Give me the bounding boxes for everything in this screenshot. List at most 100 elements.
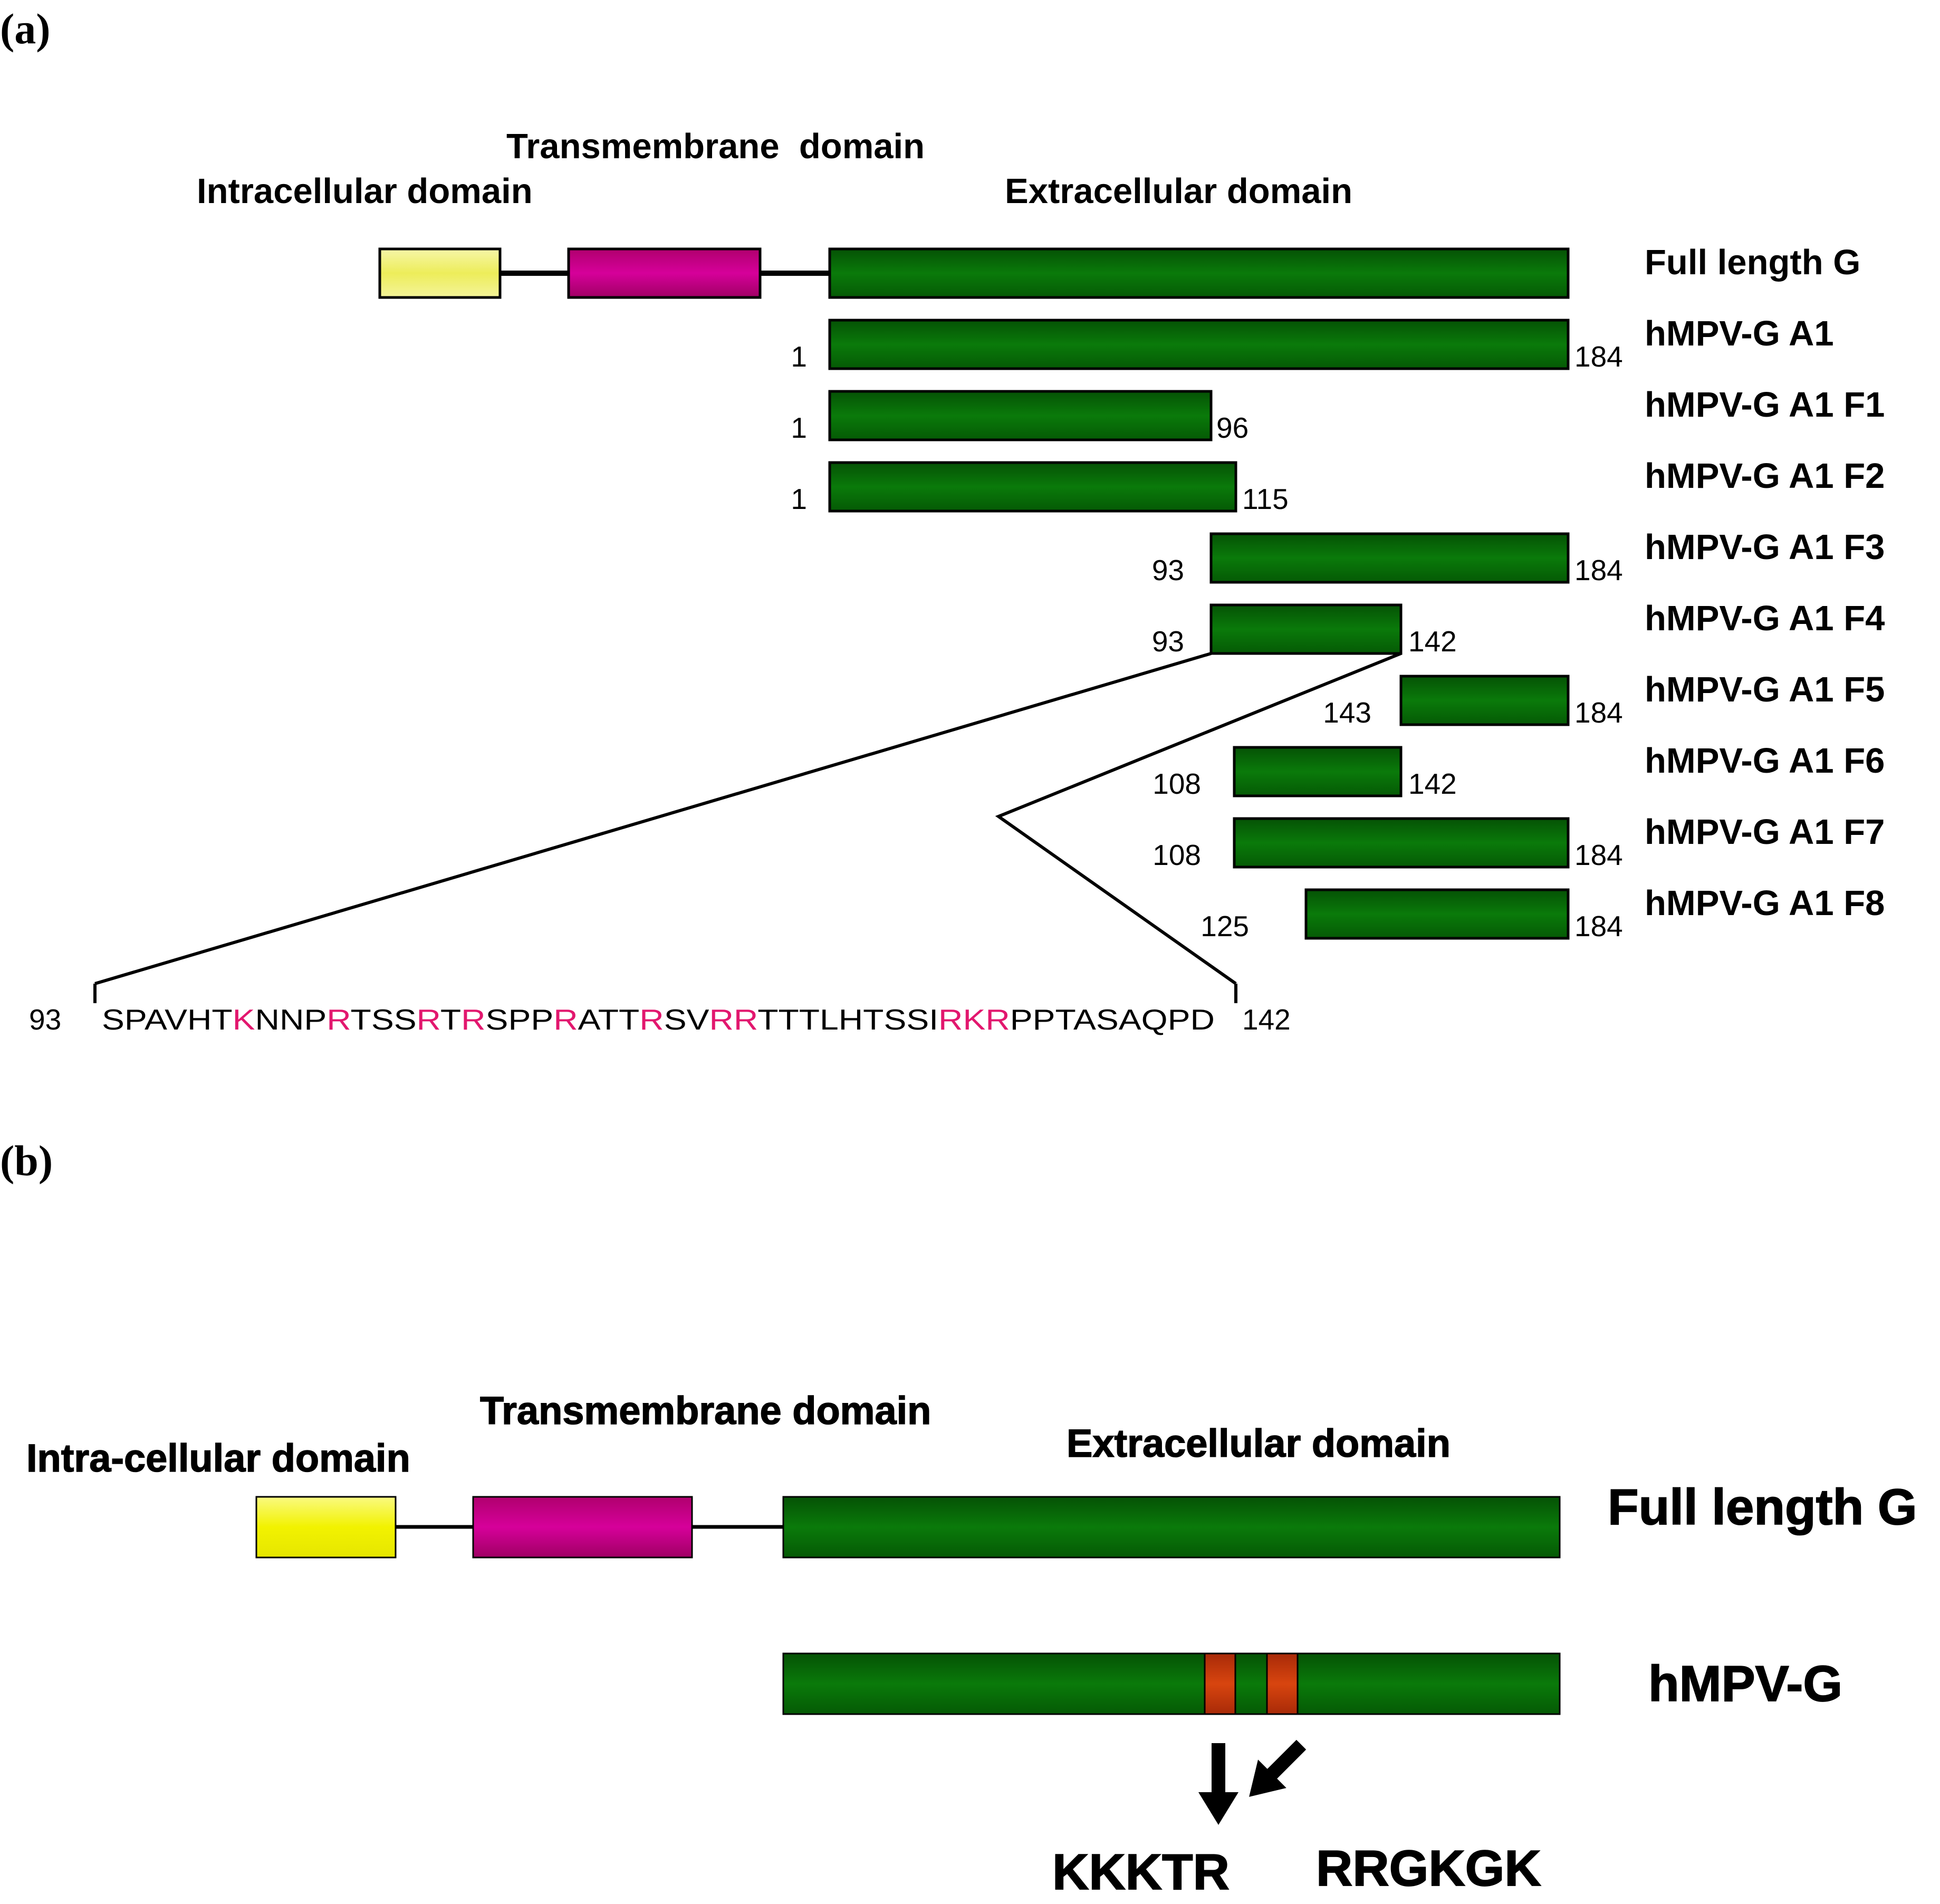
sequence-segment: TTTLHTSSI [757,1003,938,1036]
sequence-highlighted-residue: R [639,1003,664,1036]
construct-bar [1399,675,1570,726]
transmembrane-domain-box [567,247,762,299]
construct-bar [1304,888,1570,940]
construct-start: 125 [1201,910,1249,943]
construct-bar [1209,603,1403,655]
construct-label: hMPV-G A1 F4 [1645,599,1885,638]
sequence-highlighted-residue: K [233,1003,255,1036]
sequence-highlighted-residue: RR [709,1003,758,1036]
hmpv-g-bar [782,1652,1561,1715]
construct-a1-f2: 1 115 hMPV-G A1 F2 [791,456,1885,515]
panel-a-full-length-g [378,247,1570,299]
construct-label: hMPV-G A1 F6 [1645,741,1885,781]
arrow-head [1249,1759,1286,1797]
panel-b-label: (b) [0,1137,53,1185]
sequence-segment: T [440,1003,461,1036]
sequence-segment: SV [664,1003,709,1036]
construct-a1: 1 184 hMPV-G A1 [791,314,1833,373]
construct-bar [828,319,1570,370]
panel-b-hmpv-g-construct [782,1652,1561,1715]
construct-a1-f7: 108 184 hMPV-G A1 F7 [1153,812,1885,871]
panel-b-transmembrane-label: Transmembrane domain [480,1389,931,1432]
sequence-segment: TSS [351,1003,417,1036]
construct-start: 1 [791,340,807,373]
construct-start: 108 [1153,767,1201,800]
extracellular-domain-box [782,1496,1561,1559]
construct-end: 115 [1242,483,1289,515]
construct-a1-f1: 1 96 hMPV-G A1 F1 [791,385,1885,444]
panel-b-extracellular-label: Extracellular domain [1067,1421,1451,1465]
construct-a1-f8: 125 184 hMPV-G A1 F8 [1201,883,1885,943]
sequence-highlighted-residue: R [326,1003,350,1036]
zoom-line-right [995,652,1402,985]
construct-start: 1 [791,483,807,515]
construct-end: 184 [1574,910,1623,943]
construct-a1-f6: 108 142 hMPV-G A1 F6 [1153,741,1885,800]
construct-end: 96 [1216,411,1248,444]
construct-a1-f5: 143 184 hMPV-G A1 F5 [1323,670,1885,729]
motif-rrgkgk-label: RRGKGK [1316,1840,1541,1897]
panel-b-intracellular-label: Intra-cellular domain [26,1436,410,1480]
sequence-start-number: 93 [29,1003,61,1036]
sequence-segment: PPTASAQPD [1010,1003,1215,1036]
construct-bar [828,390,1213,441]
construct-bar [828,461,1237,513]
panel-a-transmembrane-label: Transmembrane domain [506,127,925,166]
construct-end: 142 [1408,767,1457,800]
construct-end: 142 [1408,625,1457,658]
intracellular-domain-box [378,247,502,299]
construct-label: hMPV-G A1 F1 [1645,385,1885,425]
zoom-line-left [94,652,1212,985]
construct-bar [1209,532,1570,584]
panel-b: (b) Transmembrane domain Intra-cellular … [0,1137,1917,1901]
construct-a1-f3: 93 184 hMPV-G A1 F3 [1152,527,1885,586]
sequence-segment: ATT [578,1003,640,1036]
sequence-highlighted-residue: R [417,1003,440,1036]
construct-a1-f4: 93 142 hMPV-G A1 F4 [1152,599,1885,658]
construct-end: 184 [1574,696,1623,729]
intracellular-domain-box [255,1496,397,1559]
construct-label: hMPV-G A1 F3 [1645,527,1885,567]
panel-a-label: (a) [0,5,51,53]
sequence-highlighted-residue: RKR [938,1003,1010,1036]
motif-region-rrgkgk [1266,1652,1299,1715]
zoom-connector-lines [94,652,1402,985]
motif-kkktr-label: KKKTR [1052,1844,1230,1900]
arrow-head [1198,1792,1238,1825]
sequence-highlighted-residue: R [553,1003,578,1036]
panel-a-constructs: 1 184 hMPV-G A1 1 96 hMPV-G A1 F1 1 115 … [791,314,1885,943]
motif-arrow-kkktr [1198,1743,1238,1825]
panel-a-intracellular-label: Intracellular domain [197,171,533,211]
construct-start: 1 [791,411,807,444]
arrow-shaft [1212,1743,1225,1793]
sequence-end-number: 142 [1242,1003,1291,1036]
sequence-highlighted-residue: R [461,1003,485,1036]
sequence-segment: NNP [255,1003,327,1036]
construct-bar [1233,817,1570,869]
construct-label: hMPV-G A1 F5 [1645,670,1885,709]
panel-b-full-length-label: Full length G [1608,1479,1917,1535]
construct-start: 108 [1153,839,1201,871]
extracellular-domain-box [828,247,1570,299]
motif-region-kkktr [1204,1652,1236,1715]
motif-arrow-rrgkgk [1249,1739,1307,1797]
panel-b-full-length-g [255,1496,1561,1559]
construct-start: 143 [1323,696,1371,729]
construct-start: 93 [1152,554,1184,586]
construct-label: hMPV-G A1 F7 [1645,812,1885,852]
construct-label: hMPV-G A1 F2 [1645,456,1885,496]
construct-label: hMPV-G A1 F8 [1645,883,1885,923]
transmembrane-domain-box [472,1496,693,1559]
sequence-segment: SPAVHT [102,1003,233,1036]
arrow-shaft [1266,1739,1307,1780]
construct-label: hMPV-G A1 [1645,314,1834,353]
construct-end: 184 [1574,839,1623,871]
construct-end: 184 [1574,554,1623,586]
construct-bar [1233,746,1403,797]
sequence-bracket [93,984,1237,1003]
panel-a-extracellular-label: Extracellular domain [1005,171,1352,211]
panel-a-full-length-label: Full length G [1645,243,1860,282]
panel-a: (a) Transmembrane domain Intracellular d… [0,5,1885,1036]
